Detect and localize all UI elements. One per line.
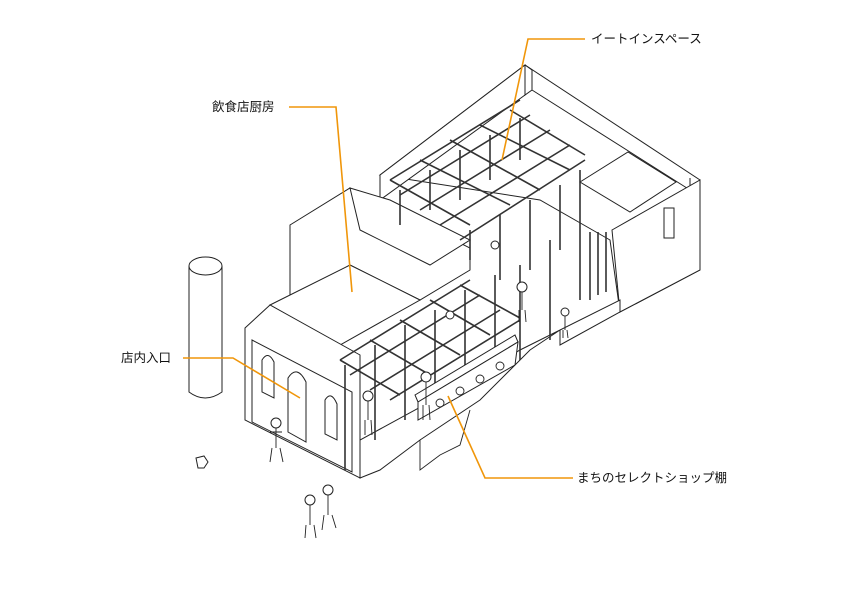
timber-frame (339, 99, 607, 470)
label-eat-in-space: イートインスペース (591, 31, 702, 46)
leader-entrance (183, 357, 301, 399)
cat-figure (195, 455, 209, 469)
label-restaurant-kitchen: 飲食店厨房 (212, 99, 275, 114)
label-select-shop-shelf: まちのセレクトショップ棚 (577, 470, 728, 485)
leader-kitchen (289, 106, 353, 293)
cylinder-column (188, 256, 223, 399)
people-figures (195, 240, 570, 539)
leader-shelf (447, 395, 573, 479)
leader-eat-in (501, 38, 585, 161)
building-walls (244, 63, 701, 479)
leader-lines (183, 38, 585, 479)
select-shop-shelf-drawing (414, 334, 519, 421)
label-store-entrance: 店内入口 (121, 350, 172, 365)
